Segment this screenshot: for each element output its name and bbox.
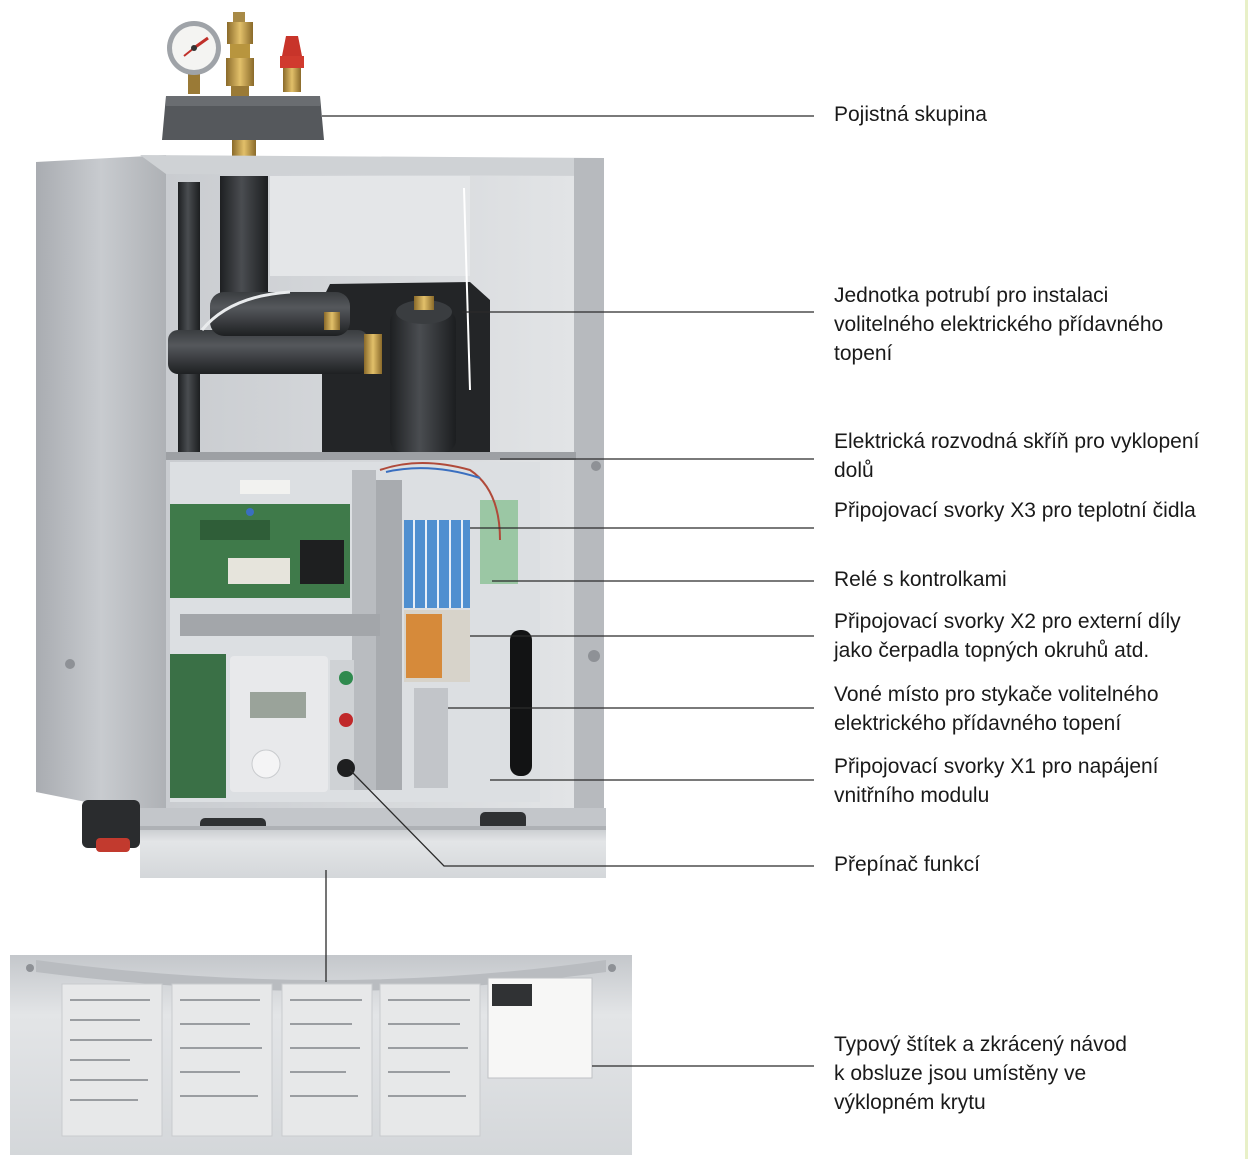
leader-line — [349, 769, 814, 867]
label-jednotka-potrubi: Jednotka potrubí pro instalaci volitelné… — [834, 284, 1164, 365]
safety-group-manifold — [162, 96, 324, 140]
pressure-gauge-icon — [167, 21, 221, 94]
leader-lines — [322, 115, 814, 1067]
instruction-lines — [70, 999, 470, 1101]
label-pojistna-skupina: Pojistná skupina — [834, 103, 987, 126]
safety-valve-icon — [280, 36, 304, 92]
air-vent-valve-icon — [226, 12, 254, 96]
label-prepinac-funkci: Přepínač funkcí — [834, 853, 980, 876]
label-svorky-x3: Připojovací svorky X3 pro teplotní čidla — [834, 499, 1196, 522]
function-switch — [337, 759, 355, 777]
label-svorky-x2: Připojovací svorky X2 pro externí díly j… — [834, 610, 1181, 662]
safety-group — [162, 12, 324, 156]
terminals-x3 — [404, 520, 470, 608]
contactor-rail — [414, 688, 448, 788]
pipe-unit — [168, 176, 490, 452]
label-rele: Relé s kontrolkami — [834, 568, 1007, 591]
page-edge-strip — [1245, 0, 1248, 1159]
fold-down-cover — [10, 955, 632, 1155]
label-typovy-stitek: Typový štítek a zkrácený návod k obsluze… — [834, 1033, 1127, 1114]
label-rozvodna-skrin: Elektrická rozvodná skříň pro vyklopení … — [834, 430, 1200, 482]
electrical-switch-box — [170, 462, 540, 802]
label-volne-misto: Voné místo pro stykače volitelného elekt… — [834, 683, 1159, 735]
label-svorky-x1: Připojovací svorky X1 pro napájení vnitř… — [834, 755, 1159, 807]
module-base-panel — [140, 826, 606, 878]
controller-unit — [230, 656, 328, 792]
